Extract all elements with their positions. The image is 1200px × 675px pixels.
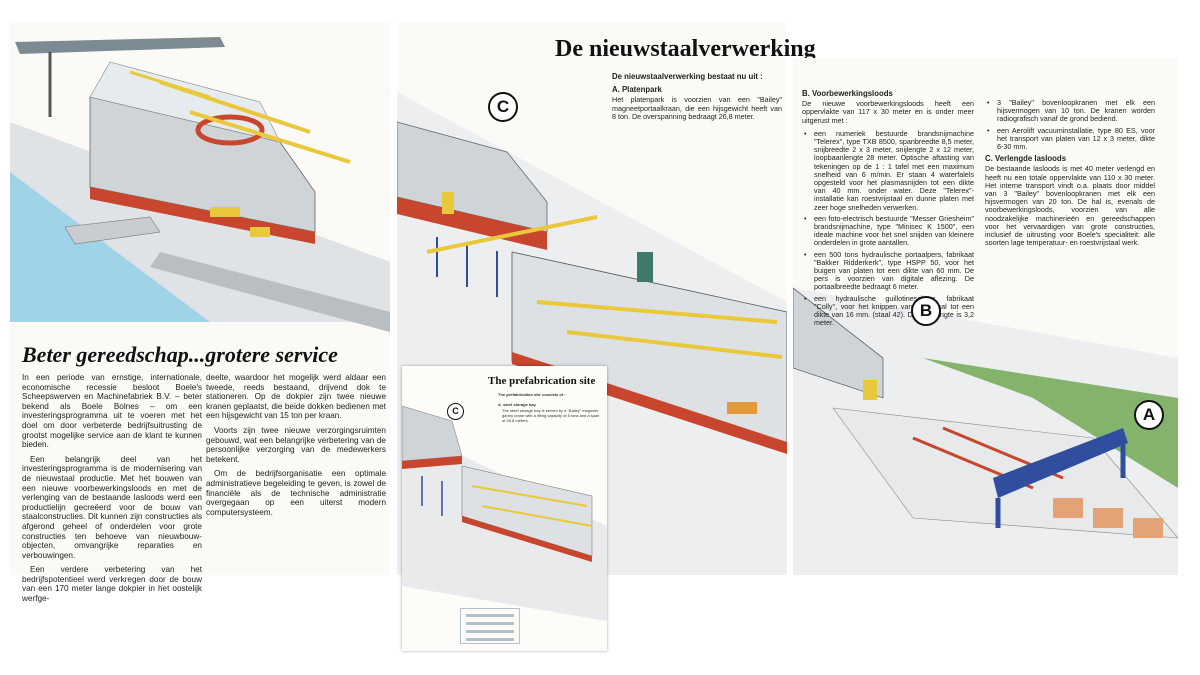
steel-plates [727,402,757,414]
section-c-heading: C. Verlengde lasloods [985,154,1067,164]
dock-pier [64,216,161,245]
shipyard-illustration-right [793,287,1178,575]
page-title: De nieuwstaalverwerking [555,36,816,62]
section-b-list-continued: 3 "Bailey" bovenloopkranen met elk een h… [985,98,1155,152]
inset-crane [471,485,588,507]
inset-red-wall [402,456,462,469]
lasloods-c-building [397,121,548,233]
archive-stamp [460,608,520,644]
dock-crane-beam [15,37,225,54]
right-text-column-1: B. Voorbewerkingsloods De nieuwe voorbew… [802,89,974,330]
red-ring-construction [195,114,265,146]
yellow-crane-2 [189,110,351,164]
intro-heading: De nieuwstaalverwerking bestaat nu uit : [612,72,763,81]
section-b-list: een numeriek bestuurde brandsnijmachine … [802,129,974,328]
inset-title: The prefabrication site [488,375,596,387]
yellow-crane-beam [566,330,783,359]
inset-illustration [402,405,607,621]
list-item: een hydraulische guillotineschaar, fabri… [802,294,974,328]
list-item: een numeriek bestuurde brandsnijmachine … [802,129,974,212]
left-page-title: Beter gereedschap...grotere service [22,342,338,367]
left-paragraph-1: In een periode van ernstige, internation… [22,373,202,450]
section-a-text: Het platenpark is voorzien van een "Bail… [612,95,782,121]
inset-marker-c: C [447,403,464,420]
rail-track [150,252,390,332]
section-a-heading: A. Platenpark [612,85,662,95]
forklift [250,227,270,237]
inset-item-heading: A. steel storage bay [498,402,536,407]
marker-c: C [488,92,518,122]
list-item: een 500 tons hydraulische portaalpers, f… [802,250,974,292]
left-paragraph-5: Voorts zijn twee nieuwe verzorgingsruimt… [206,425,386,464]
left-text-column-2: deelte, waardoor het mogelijk werd aldaa… [206,373,386,522]
left-paragraph-3: Een verdere verbetering van het bedrijfs… [22,565,202,604]
middle-text-block: De nieuwstaalverwerking bestaat nu uit :… [612,72,782,126]
inset-subtitle: The prefabrication site consists of : [498,392,566,397]
left-paragraph-2: Een belangrijk deel van het investerings… [22,454,202,560]
transport-truck [210,207,240,217]
list-item: een Aerolift vacuuminstallatie, type 80 … [985,126,1155,152]
left-paragraph-4: deelte, waardoor het mogelijk werd aldaa… [206,373,386,421]
section-b-heading: B. Voorbewerkingsloods [802,89,893,98]
magnetic-gantry-crane [993,428,1128,498]
marker-b: B [911,296,941,326]
lasloods-door [442,192,454,214]
section-b-intro: De nieuwe voorbewerkingsloods heeft een … [802,99,974,125]
list-item: 3 "Bailey" bovenloopkranen met elk een h… [985,98,1155,124]
yellow-crane-3 [129,70,211,99]
inset-red-base [462,516,592,562]
hall-door [863,380,877,400]
shipyard-illustration-left [10,37,390,332]
yellow-crane-beam [536,300,778,324]
left-text-column-1: In een periode van ernstige, internation… [22,373,202,609]
section-c-text: De bestaande lasloods is met 40 meter ve… [985,164,1155,248]
plate-stack [1093,508,1123,528]
plate-stack [1133,518,1163,538]
voorbewerkingsloods-floor [511,251,787,453]
yellow-crane-beam [426,215,598,254]
prefabrication-inset [402,366,607,651]
inset-crane [481,505,593,527]
inset-item-text: The steel storage bay is served by a "Ba… [502,408,600,423]
right-text-column-2: 3 "Bailey" bovenloopkranen met elk een h… [985,98,1155,252]
grass-strip [923,358,1178,488]
portal-press [637,252,653,282]
list-item: een foto-electrisch bestuurde "Messer Gr… [802,214,974,248]
left-page-panel [10,22,390,575]
marker-a: A [1134,400,1164,430]
plate-stack [1053,498,1083,518]
left-paragraph-6: Om de bedrijfsorganisatie een optimale a… [206,469,386,517]
